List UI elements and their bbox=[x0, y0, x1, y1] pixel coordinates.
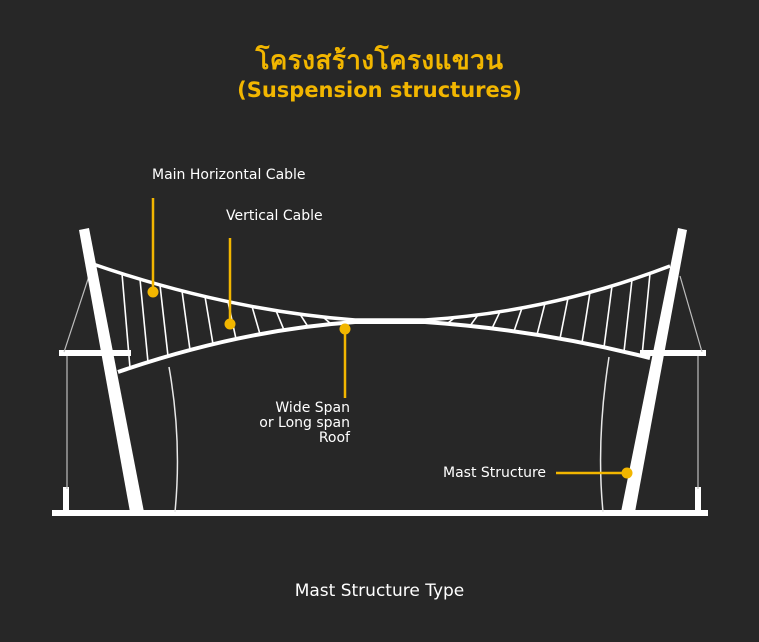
caption: Mast Structure Type bbox=[294, 581, 465, 601]
vertical-cable-left-7 bbox=[275, 310, 285, 331]
vertical-cable-right-3 bbox=[513, 307, 523, 332]
main-horizontal-cable bbox=[89, 261, 671, 322]
right-mast bbox=[621, 228, 687, 512]
label-wide-span: Wide Span or Long span Roof bbox=[222, 401, 350, 446]
vertical-cable-dot bbox=[224, 318, 236, 330]
label-wide-span-line1: Wide Span bbox=[275, 400, 350, 416]
wide-span-dot bbox=[339, 323, 351, 335]
vertical-cable-right-8 bbox=[623, 279, 633, 352]
vertical-cable-left-8 bbox=[299, 313, 309, 328]
vertical-cable-right-2 bbox=[491, 311, 501, 329]
label-wide-span-line3: Roof bbox=[318, 430, 350, 446]
mast-dot bbox=[621, 467, 633, 479]
stay-cables bbox=[63, 275, 703, 489]
title-english: (Suspension structures) bbox=[237, 78, 522, 102]
vertical-cable-left-6 bbox=[251, 306, 261, 335]
vertical-cable-right-7 bbox=[603, 285, 613, 348]
label-main-horizontal-cable: Main Horizontal Cable bbox=[152, 167, 306, 183]
right-mast-beam bbox=[640, 350, 706, 356]
vertical-cable-left-2 bbox=[159, 284, 169, 357]
leader-lines bbox=[151, 198, 627, 475]
left-ground-post bbox=[63, 487, 69, 513]
label-vertical-cable: Vertical Cable bbox=[226, 208, 323, 224]
interior-curved-supports bbox=[168, 356, 610, 513]
vertical-cable-right-9 bbox=[641, 273, 651, 357]
label-mast-structure: Mast Structure bbox=[443, 465, 547, 481]
vertical-cable-left-4 bbox=[204, 296, 214, 345]
right-ground-post bbox=[695, 487, 701, 513]
leader-dots bbox=[147, 286, 633, 479]
title-thai: โครงสร้างโครงแขวน bbox=[255, 46, 504, 76]
ground-line bbox=[52, 510, 708, 516]
vertical-cable-left-0 bbox=[121, 273, 131, 369]
vertical-cable-left-1 bbox=[139, 279, 149, 363]
left-mast-beam bbox=[59, 350, 131, 356]
vertical-cable-right-4 bbox=[536, 303, 546, 335]
vertical-cable-left-3 bbox=[181, 290, 191, 351]
vertical-cable-right-6 bbox=[581, 292, 591, 343]
label-wide-span-line2: or Long span bbox=[259, 415, 350, 431]
vertical-cable-right-5 bbox=[559, 297, 569, 339]
vertical-cables bbox=[121, 273, 651, 369]
left-mast bbox=[79, 228, 144, 512]
long-span-roof bbox=[117, 320, 651, 374]
main-cable-dot bbox=[147, 286, 159, 298]
